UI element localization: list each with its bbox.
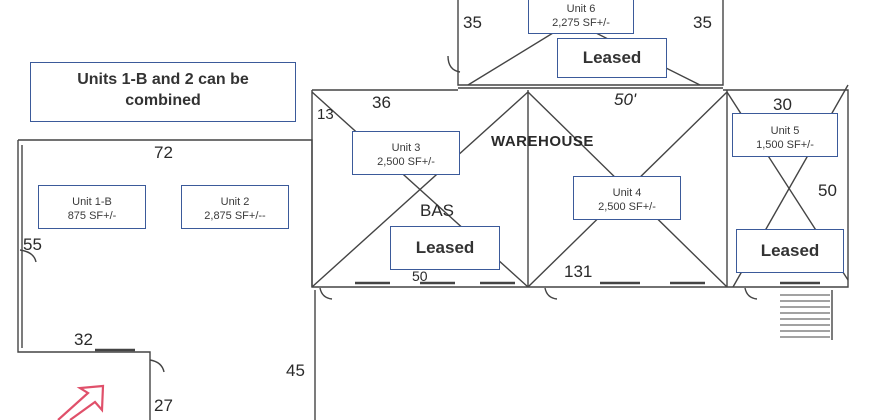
dim-55: 55 bbox=[23, 235, 42, 254]
door-swing bbox=[544, 287, 558, 300]
door-swing bbox=[19, 249, 37, 263]
unit3-status: Leased bbox=[390, 226, 500, 270]
dim-50-bottom: 50 bbox=[412, 268, 428, 284]
combine-note-line1: Units 1-B and 2 can be bbox=[77, 71, 249, 88]
unit2-label: Unit 2 2,875 SF+/-- bbox=[181, 185, 289, 229]
dim-30: 30 bbox=[773, 95, 792, 114]
combine-note: Units 1-B and 2 can be combined bbox=[30, 62, 296, 122]
door-swing bbox=[744, 287, 758, 300]
bas-label: BAS bbox=[420, 201, 455, 220]
unit1b-area: 875 SF+/- bbox=[67, 210, 117, 222]
unit1b-label: Unit 1-B 875 SF+/- bbox=[38, 185, 146, 229]
unit3-name: Unit 3 bbox=[391, 142, 421, 154]
unit6-outline bbox=[457, 0, 724, 86]
unit4-area: 2,500 SF+/- bbox=[598, 201, 656, 213]
dim-45: 45 bbox=[286, 361, 305, 380]
dim-13: 13 bbox=[317, 106, 334, 123]
unit5-status: Leased bbox=[736, 229, 844, 273]
unit2-name: Unit 2 bbox=[220, 196, 250, 208]
door-swing bbox=[447, 55, 461, 73]
dim-35-left: 35 bbox=[463, 13, 482, 32]
door-swing bbox=[149, 359, 165, 373]
unit6-status: Leased bbox=[557, 38, 667, 78]
stair-hatch bbox=[780, 294, 830, 338]
west-wing-outline bbox=[17, 139, 313, 420]
unit4-name: Unit 4 bbox=[612, 187, 642, 199]
unit6-label: Unit 6 2,275 SF+/- bbox=[528, 0, 634, 34]
dim-36: 36 bbox=[372, 93, 391, 112]
dim-131: 131 bbox=[564, 262, 593, 281]
unit3-label: Unit 3 2,500 SF+/- bbox=[352, 131, 460, 175]
unit4-label: Unit 4 2,500 SF+/- bbox=[573, 176, 681, 220]
unit1b-name: Unit 1-B bbox=[72, 196, 112, 208]
dim-35-right: 35 bbox=[693, 13, 712, 32]
unit6-area: 2,275 SF+/- bbox=[552, 17, 610, 29]
warehouse-label: WAREHOUSE bbox=[491, 133, 594, 150]
combine-note-line2: combined bbox=[125, 92, 201, 109]
dim-27: 27 bbox=[154, 396, 173, 415]
entrance-arrow-icon bbox=[57, 384, 105, 420]
unit2-area: 2,875 SF+/-- bbox=[204, 210, 266, 222]
dim-50-right: 50 bbox=[818, 181, 837, 200]
unit5-area: 1,500 SF+/- bbox=[756, 139, 814, 151]
unit6-name: Unit 6 bbox=[566, 3, 596, 15]
unit3-area: 2,500 SF+/- bbox=[377, 156, 435, 168]
door-swing bbox=[319, 287, 333, 300]
dim-72: 72 bbox=[154, 143, 173, 162]
unit5-label: Unit 5 1,500 SF+/- bbox=[732, 113, 838, 157]
unit3-cross-b bbox=[311, 91, 529, 288]
dim-32: 32 bbox=[74, 330, 93, 349]
dim-50-top: 50' bbox=[614, 90, 637, 109]
unit5-name: Unit 5 bbox=[770, 125, 800, 137]
